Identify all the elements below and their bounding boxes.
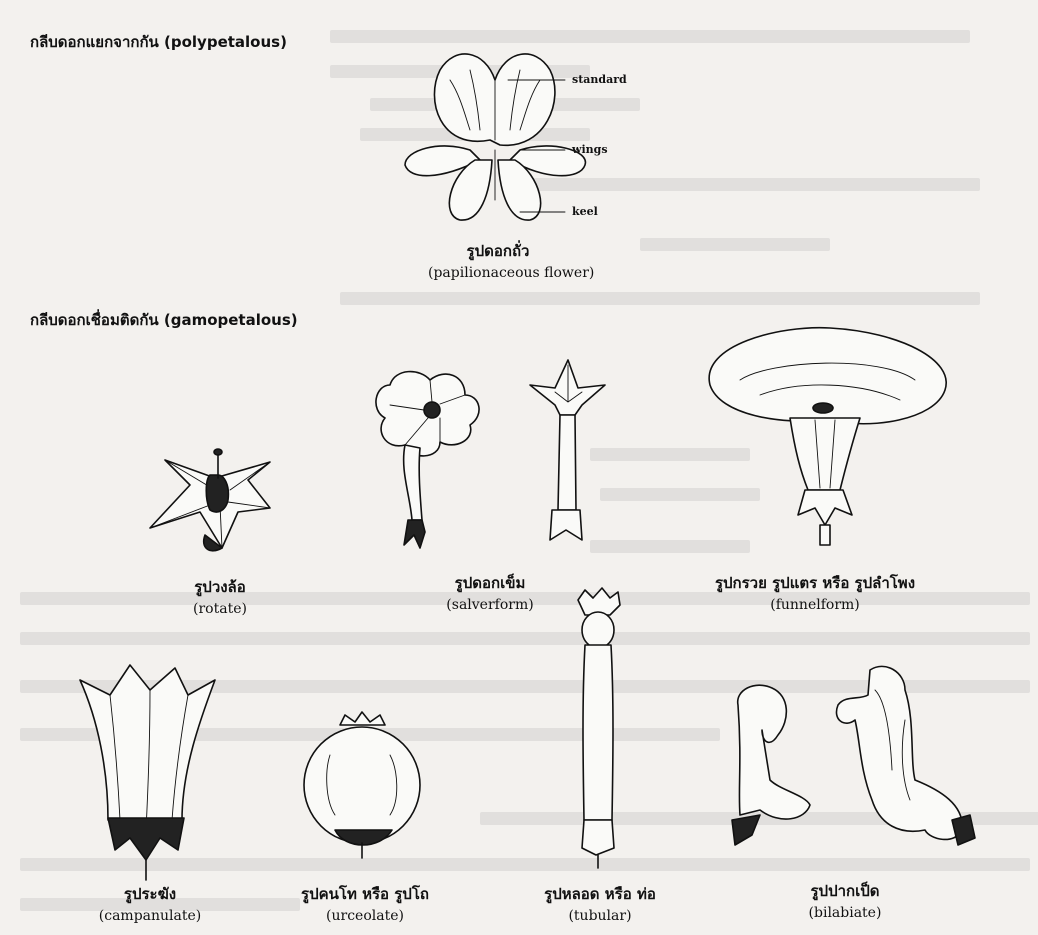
tubular-caption-thai: รูปหลอด หรือ ท่อ xyxy=(515,885,685,904)
tubular-caption-english: (tubular) xyxy=(515,908,685,926)
funnelform-caption-english: (funnelform) xyxy=(680,597,950,615)
bilabiate-caption-english: (bilabiate) xyxy=(775,905,915,923)
wings-label: wings xyxy=(572,143,608,156)
salverform-caption-english: (salverform) xyxy=(425,597,555,615)
campanulate-flower-drawing xyxy=(80,665,215,880)
rotate-caption-thai: รูปวงล้อ xyxy=(160,578,280,597)
urceolate-caption-thai: รูปคนโท หรือ รูปโถ xyxy=(270,885,460,904)
polypetalous-heading: กลีบดอกแยกจากกัน (polypetalous) xyxy=(30,30,287,54)
campanulate-caption-thai: รูประฆัง xyxy=(80,885,220,904)
funnelform-caption-thai: รูปกรวย รูปแตร หรือ รูปลำโพง xyxy=(680,574,950,593)
funnelform-flower-drawing xyxy=(709,328,946,545)
urceolate-caption: รูปคนโท หรือ รูปโถ (urceolate) xyxy=(270,885,460,925)
salverform-tube-drawing xyxy=(530,360,605,540)
papilionaceous-caption-thai: รูปดอกถั่ว xyxy=(428,242,568,261)
campanulate-caption: รูประฆัง (campanulate) xyxy=(80,885,220,925)
gamopetalous-heading: กลีบดอกเชื่อมติดกัน (gamopetalous) xyxy=(30,308,298,332)
bilabiate-caption: รูปปากเป็ด (bilabiate) xyxy=(775,882,915,922)
urceolate-flower-drawing xyxy=(304,712,420,858)
rotate-flower-drawing xyxy=(150,449,270,551)
campanulate-caption-english: (campanulate) xyxy=(80,908,220,926)
funnelform-caption: รูปกรวย รูปแตร หรือ รูปลำโพง (funnelform… xyxy=(680,574,950,614)
tubular-caption: รูปหลอด หรือ ท่อ (tubular) xyxy=(515,885,685,925)
papilionaceous-caption-english: (papilionaceous flower) xyxy=(428,265,568,283)
rotate-caption-english: (rotate) xyxy=(160,601,280,619)
salverform-caption-thai: รูปดอกเข็ม xyxy=(425,574,555,593)
bilabiate-flower-drawing xyxy=(732,666,975,845)
salverform-caption: รูปดอกเข็ม (salverform) xyxy=(425,574,555,614)
bilabiate-caption-thai: รูปปากเป็ด xyxy=(775,882,915,901)
rotate-caption: รูปวงล้อ (rotate) xyxy=(160,578,280,618)
tubular-flower-drawing xyxy=(578,588,620,868)
salverform-flower-drawing xyxy=(376,372,479,548)
keel-label: keel xyxy=(572,205,598,218)
urceolate-caption-english: (urceolate) xyxy=(270,908,460,926)
standard-label: standard xyxy=(572,73,627,86)
papilionaceous-caption: รูปดอกถั่ว (papilionaceous flower) xyxy=(428,242,568,282)
papilionaceous-flower-drawing xyxy=(405,54,585,220)
